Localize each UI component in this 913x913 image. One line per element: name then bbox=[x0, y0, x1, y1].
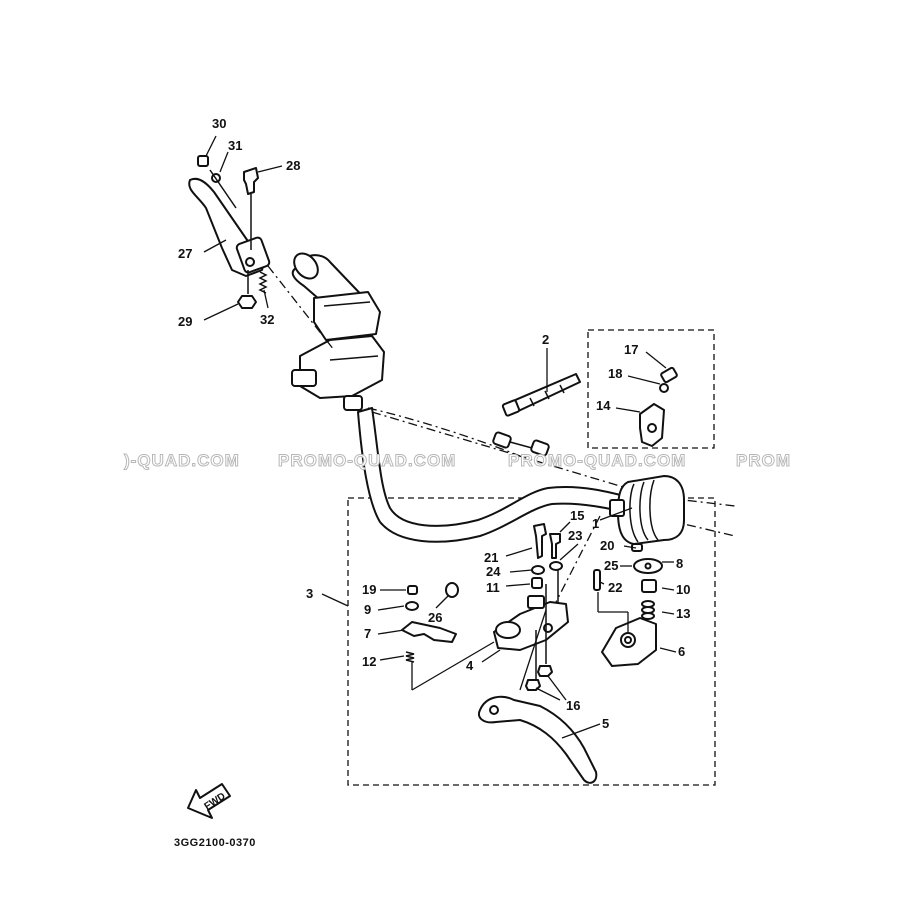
adjuster-screw bbox=[197, 155, 237, 209]
cap-plate bbox=[633, 558, 663, 574]
watermark-text-4: PROM bbox=[736, 451, 791, 470]
callout-23: 23 bbox=[568, 528, 582, 543]
callout-10: 10 bbox=[676, 582, 690, 597]
switch-group-box bbox=[587, 329, 715, 449]
callout-32: 32 bbox=[260, 312, 274, 327]
callout-20: 20 bbox=[600, 538, 614, 553]
callout-30: 30 bbox=[212, 116, 226, 131]
callout-21: 21 bbox=[484, 550, 498, 565]
watermark-text-2: PROMO-QUAD.COM bbox=[278, 451, 456, 470]
callout-11: 11 bbox=[486, 580, 500, 595]
callout-22: 22 bbox=[608, 580, 622, 595]
screw-19 bbox=[407, 585, 418, 595]
callout-29: 29 bbox=[178, 314, 192, 329]
callout-15: 15 bbox=[570, 508, 584, 523]
left-lever bbox=[188, 177, 271, 277]
callout-9: 9 bbox=[364, 602, 371, 617]
callout-18: 18 bbox=[608, 366, 622, 381]
callout-27: 27 bbox=[178, 246, 192, 261]
callout-12: 12 bbox=[362, 654, 376, 669]
callout-13: 13 bbox=[676, 606, 690, 621]
callout-25: 25 bbox=[604, 558, 618, 573]
callout-14: 14 bbox=[596, 398, 611, 413]
switch-bracket-7 bbox=[401, 621, 457, 643]
callout-16: 16 bbox=[566, 698, 580, 713]
watermark: )-QUAD.COM PROMO-QUAD.COM PROMO-QUAD.COM… bbox=[124, 451, 791, 471]
reservoir-spring bbox=[641, 600, 655, 620]
callout-31: 31 bbox=[228, 138, 242, 153]
reservoir bbox=[601, 617, 657, 667]
spring-12 bbox=[405, 651, 415, 663]
cable-tie bbox=[501, 373, 581, 417]
callout-26: 26 bbox=[428, 610, 442, 625]
leader-lines bbox=[203, 135, 677, 739]
callout-7: 7 bbox=[364, 626, 371, 641]
callout-1: 1 bbox=[592, 516, 599, 531]
diagram-code: 3GG2100-0370 bbox=[174, 837, 256, 849]
washer-24 bbox=[531, 565, 545, 575]
watermark-text-3: PROMO-QUAD.COM bbox=[508, 451, 686, 470]
connector bbox=[492, 431, 550, 457]
washer-23 bbox=[549, 561, 563, 571]
bushing-26 bbox=[445, 582, 459, 598]
callout-2: 2 bbox=[542, 332, 549, 347]
fwd-arrow-icon: FWD bbox=[187, 783, 231, 819]
collar-11 bbox=[531, 577, 543, 589]
callout-24: 24 bbox=[486, 564, 501, 579]
bolt-15 bbox=[549, 533, 561, 559]
callout-6: 6 bbox=[678, 644, 685, 659]
lever-spring bbox=[258, 271, 268, 294]
callout-19: 19 bbox=[362, 582, 376, 597]
callout-numbers: 30 31 28 27 29 32 2 17 18 14 1 3 15 23 2… bbox=[178, 116, 690, 731]
nuts-16 bbox=[525, 665, 553, 691]
callout-4: 4 bbox=[466, 658, 474, 673]
callout-5: 5 bbox=[602, 716, 609, 731]
brake-master-cylinder-body bbox=[493, 595, 569, 651]
lever-bolt bbox=[243, 167, 259, 250]
callout-17: 17 bbox=[624, 342, 638, 357]
brake-lever bbox=[478, 695, 598, 784]
callout-28: 28 bbox=[286, 158, 300, 173]
switch-bracket bbox=[639, 366, 678, 447]
watermark-text-1: )-QUAD.COM bbox=[124, 451, 240, 470]
left-master-cylinder bbox=[291, 291, 385, 411]
lever-nut bbox=[237, 270, 257, 309]
throttle-grip bbox=[609, 475, 685, 545]
callout-8: 8 bbox=[676, 556, 683, 571]
washer-9 bbox=[405, 601, 419, 611]
pin bbox=[593, 569, 601, 591]
pivot-bolt-21 bbox=[533, 523, 547, 559]
reservoir-fitting bbox=[641, 579, 657, 593]
callout-3: 3 bbox=[306, 586, 313, 601]
